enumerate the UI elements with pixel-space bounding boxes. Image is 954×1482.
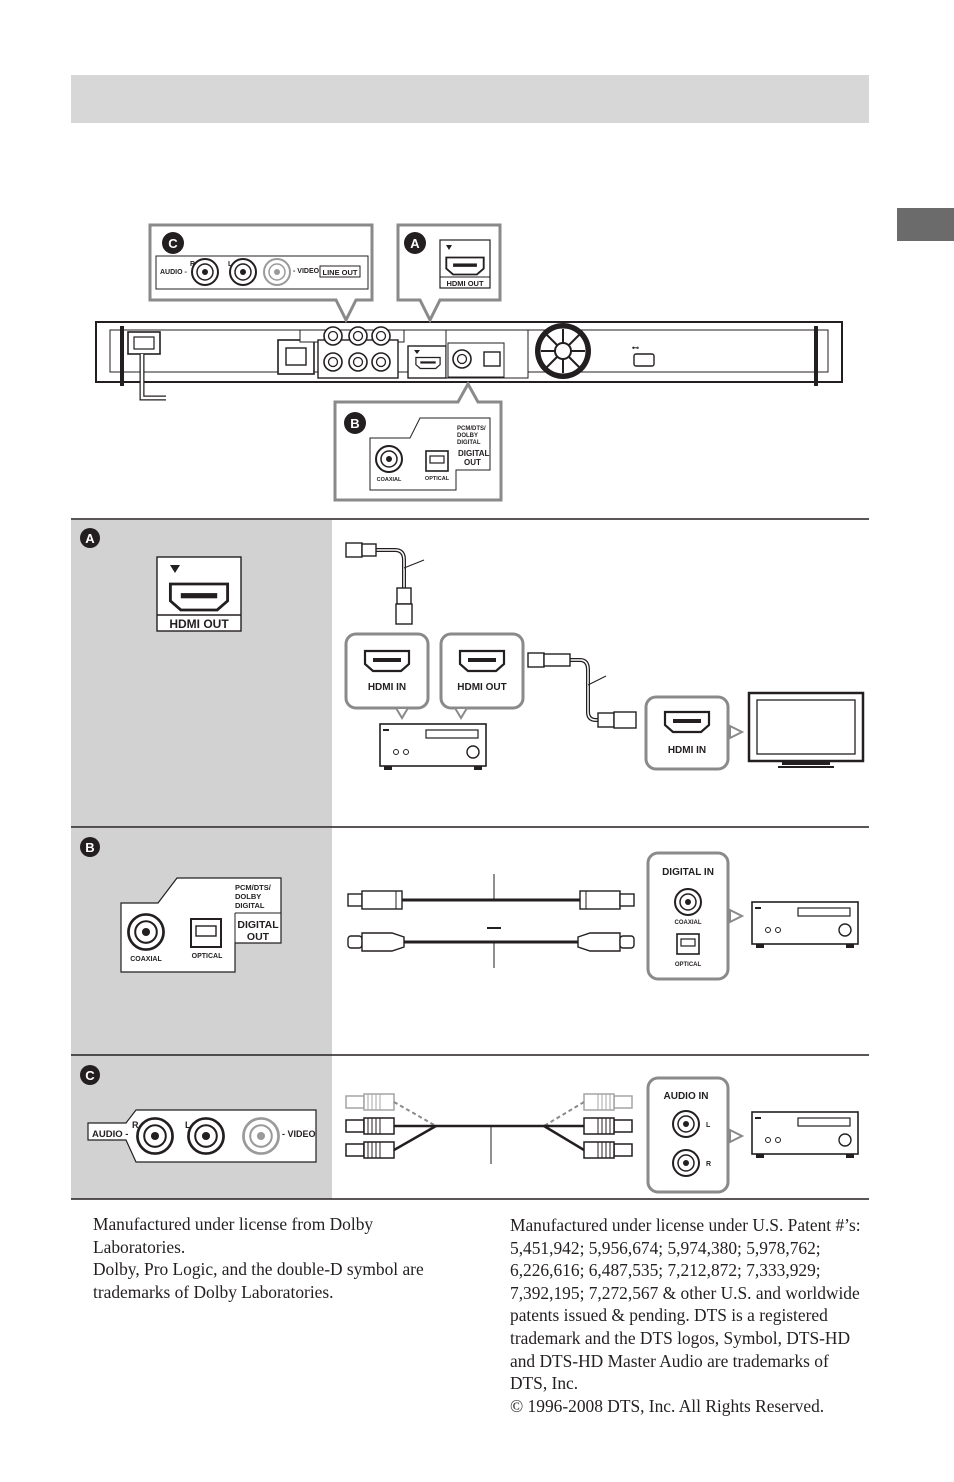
dts-notice: Manufactured under license under U.S. Pa… [510, 1214, 870, 1417]
svg-text:- VIDEO: - VIDEO [293, 268, 320, 275]
svg-text:COAXIAL: COAXIAL [675, 920, 702, 926]
svg-text:DIGITAL: DIGITAL [237, 919, 279, 931]
svg-text:R: R [706, 1161, 711, 1168]
svg-text:COAXIAL: COAXIAL [377, 477, 402, 483]
hdmi-cable-1 [345, 542, 425, 625]
svg-text:DOLBY: DOLBY [235, 892, 261, 901]
svg-text:- VIDEO: - VIDEO [282, 1129, 316, 1139]
svg-text:⊷: ⊷ [632, 345, 639, 352]
hdmi-cable-2 [527, 652, 637, 729]
svg-text:AUDIO -: AUDIO - [160, 269, 188, 276]
svg-text:R: R [132, 1120, 139, 1130]
digital-out-ports-large: PCM/DTS/ DOLBY DIGITAL DIGITAL OUT COAXI… [120, 877, 282, 973]
svg-text:DIGITAL: DIGITAL [457, 440, 481, 446]
svg-text:HDMI OUT: HDMI OUT [446, 279, 483, 288]
badge-c [80, 1065, 100, 1085]
dolby-notice-line: Manufactured under license from Dolby La… [93, 1214, 374, 1257]
svg-text:LINE OUT: LINE OUT [323, 268, 358, 277]
tv-icon [747, 691, 865, 768]
player-rear-panel: ⊷ [95, 321, 843, 401]
svg-text:C: C [168, 236, 178, 251]
receiver-digital-in: DIGITAL IN COAXIAL OPTICAL [646, 851, 745, 981]
svg-text:B: B [350, 416, 359, 431]
svg-text:HDMI IN: HDMI IN [668, 745, 706, 756]
svg-text:C: C [85, 1068, 95, 1083]
badge-a [80, 528, 100, 548]
svg-text:A: A [410, 236, 420, 251]
svg-text:L: L [706, 1122, 711, 1129]
callout-b-digital-out: B PCM/DTS/ DOLBY DIGITAL DIGITAL OUT COA… [333, 380, 503, 502]
svg-text:DOLBY: DOLBY [457, 433, 478, 439]
svg-text:B: B [85, 840, 94, 855]
header-bar [71, 75, 869, 123]
chapter-tab [897, 208, 954, 241]
svg-text:HDMI IN: HDMI IN [368, 682, 406, 693]
receiver-hdmi-ports: HDMI IN HDMI OUT [344, 632, 525, 720]
svg-text:L: L [185, 1120, 191, 1130]
svg-text:OPTICAL: OPTICAL [425, 476, 450, 482]
svg-text:DIGITAL: DIGITAL [235, 901, 265, 910]
dolby-notice: Manufactured under license from Dolby La… [93, 1213, 453, 1303]
callout-a-hdmi-out: A HDMI OUT [396, 223, 502, 324]
dts-notice-line: © 1996-2008 DTS, Inc. All Rights Reserve… [510, 1395, 825, 1416]
hdmi-out-port-large: HDMI OUT [156, 556, 242, 632]
svg-text:HDMI OUT: HDMI OUT [169, 617, 229, 631]
callout-c-line-out: C AUDIO - R L - VIDEO LINE OUT [148, 223, 374, 324]
svg-text:OPTICAL: OPTICAL [675, 962, 702, 968]
svg-text:COAXIAL: COAXIAL [130, 956, 162, 963]
svg-text:OUT: OUT [247, 931, 270, 943]
svg-text:PCM/DTS/: PCM/DTS/ [457, 426, 486, 432]
line-out-ports-large: AUDIO - R L - VIDEO [87, 1109, 317, 1163]
optical-cable [347, 927, 635, 968]
svg-text:AUDIO -: AUDIO - [92, 1129, 128, 1140]
coaxial-cable [347, 874, 635, 910]
av-receiver-a [379, 723, 487, 771]
av-receiver-c [751, 1111, 859, 1159]
svg-text:OPTICAL: OPTICAL [192, 953, 223, 960]
receiver-audio-in: AUDIO IN L R [646, 1076, 745, 1194]
svg-text:HDMI OUT: HDMI OUT [457, 682, 506, 693]
connection-diagram: ⊷ C AUDIO - R L - VIDEO LINE OUT A HDMI … [71, 223, 869, 1200]
dolby-notice-line: Dolby, Pro Logic, and the double-D symbo… [93, 1259, 424, 1302]
svg-text:AUDIO IN: AUDIO IN [664, 1091, 709, 1102]
svg-text:L: L [228, 261, 233, 268]
dts-notice-line: Manufactured under license under U.S. Pa… [510, 1215, 861, 1394]
av-receiver-b [751, 901, 859, 949]
svg-text:PCM/DTS/: PCM/DTS/ [235, 883, 272, 892]
svg-text:DIGITAL: DIGITAL [458, 449, 490, 458]
svg-text:A: A [85, 531, 95, 546]
audio-cable [345, 1093, 633, 1164]
svg-text:OUT: OUT [464, 458, 481, 467]
tv-hdmi-in: HDMI IN [644, 695, 745, 771]
svg-text:DIGITAL IN: DIGITAL IN [662, 867, 714, 878]
badge-b [80, 837, 100, 857]
svg-text:R: R [190, 261, 195, 268]
